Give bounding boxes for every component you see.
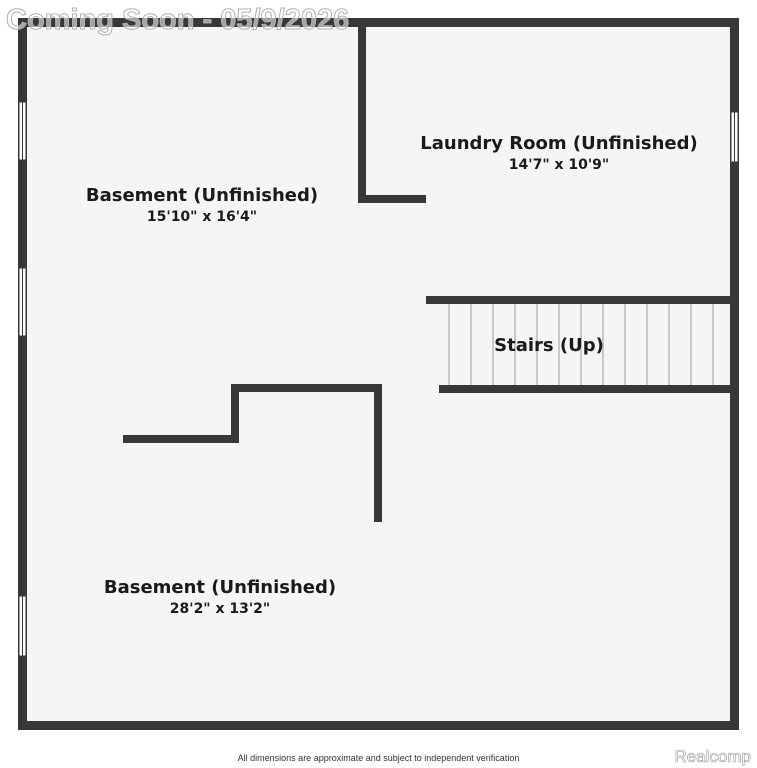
stair-treads bbox=[448, 303, 714, 387]
room-name: Stairs (Up) bbox=[494, 335, 604, 356]
room-label-stairs: Stairs (Up) bbox=[494, 335, 604, 357]
room-label-basement-lower: Basement (Unfinished) 28'2" x 13'2" bbox=[104, 577, 336, 619]
floor-area bbox=[22, 22, 735, 726]
outer-walls bbox=[18, 18, 739, 730]
room-name: Basement (Unfinished) bbox=[103, 577, 337, 598]
coming-soon-watermark: Coming Soon - 05/9/2026 bbox=[5, 4, 350, 37]
window-mullions bbox=[22, 102, 735, 656]
brand-logo: Realcomp bbox=[674, 747, 751, 767]
room-label-laundry: Laundry Room (Unfinished) 14'7" x 10'9" bbox=[420, 133, 697, 175]
interior-walls bbox=[123, 22, 735, 522]
room-label-basement-upper: Basement (Unfinished) 15'10" x 16'4" bbox=[86, 185, 318, 227]
room-name: Basement (Unfinished) bbox=[85, 185, 319, 206]
room-name: Laundry Room (Unfinished) bbox=[420, 133, 698, 154]
room-dimensions: 15'10" x 16'4" bbox=[146, 209, 258, 225]
room-dimensions: 28'2" x 13'2" bbox=[169, 601, 271, 617]
room-dimensions: 14'7" x 10'9" bbox=[508, 157, 610, 173]
dimensions-disclaimer: All dimensions are approximate and subje… bbox=[237, 753, 520, 763]
